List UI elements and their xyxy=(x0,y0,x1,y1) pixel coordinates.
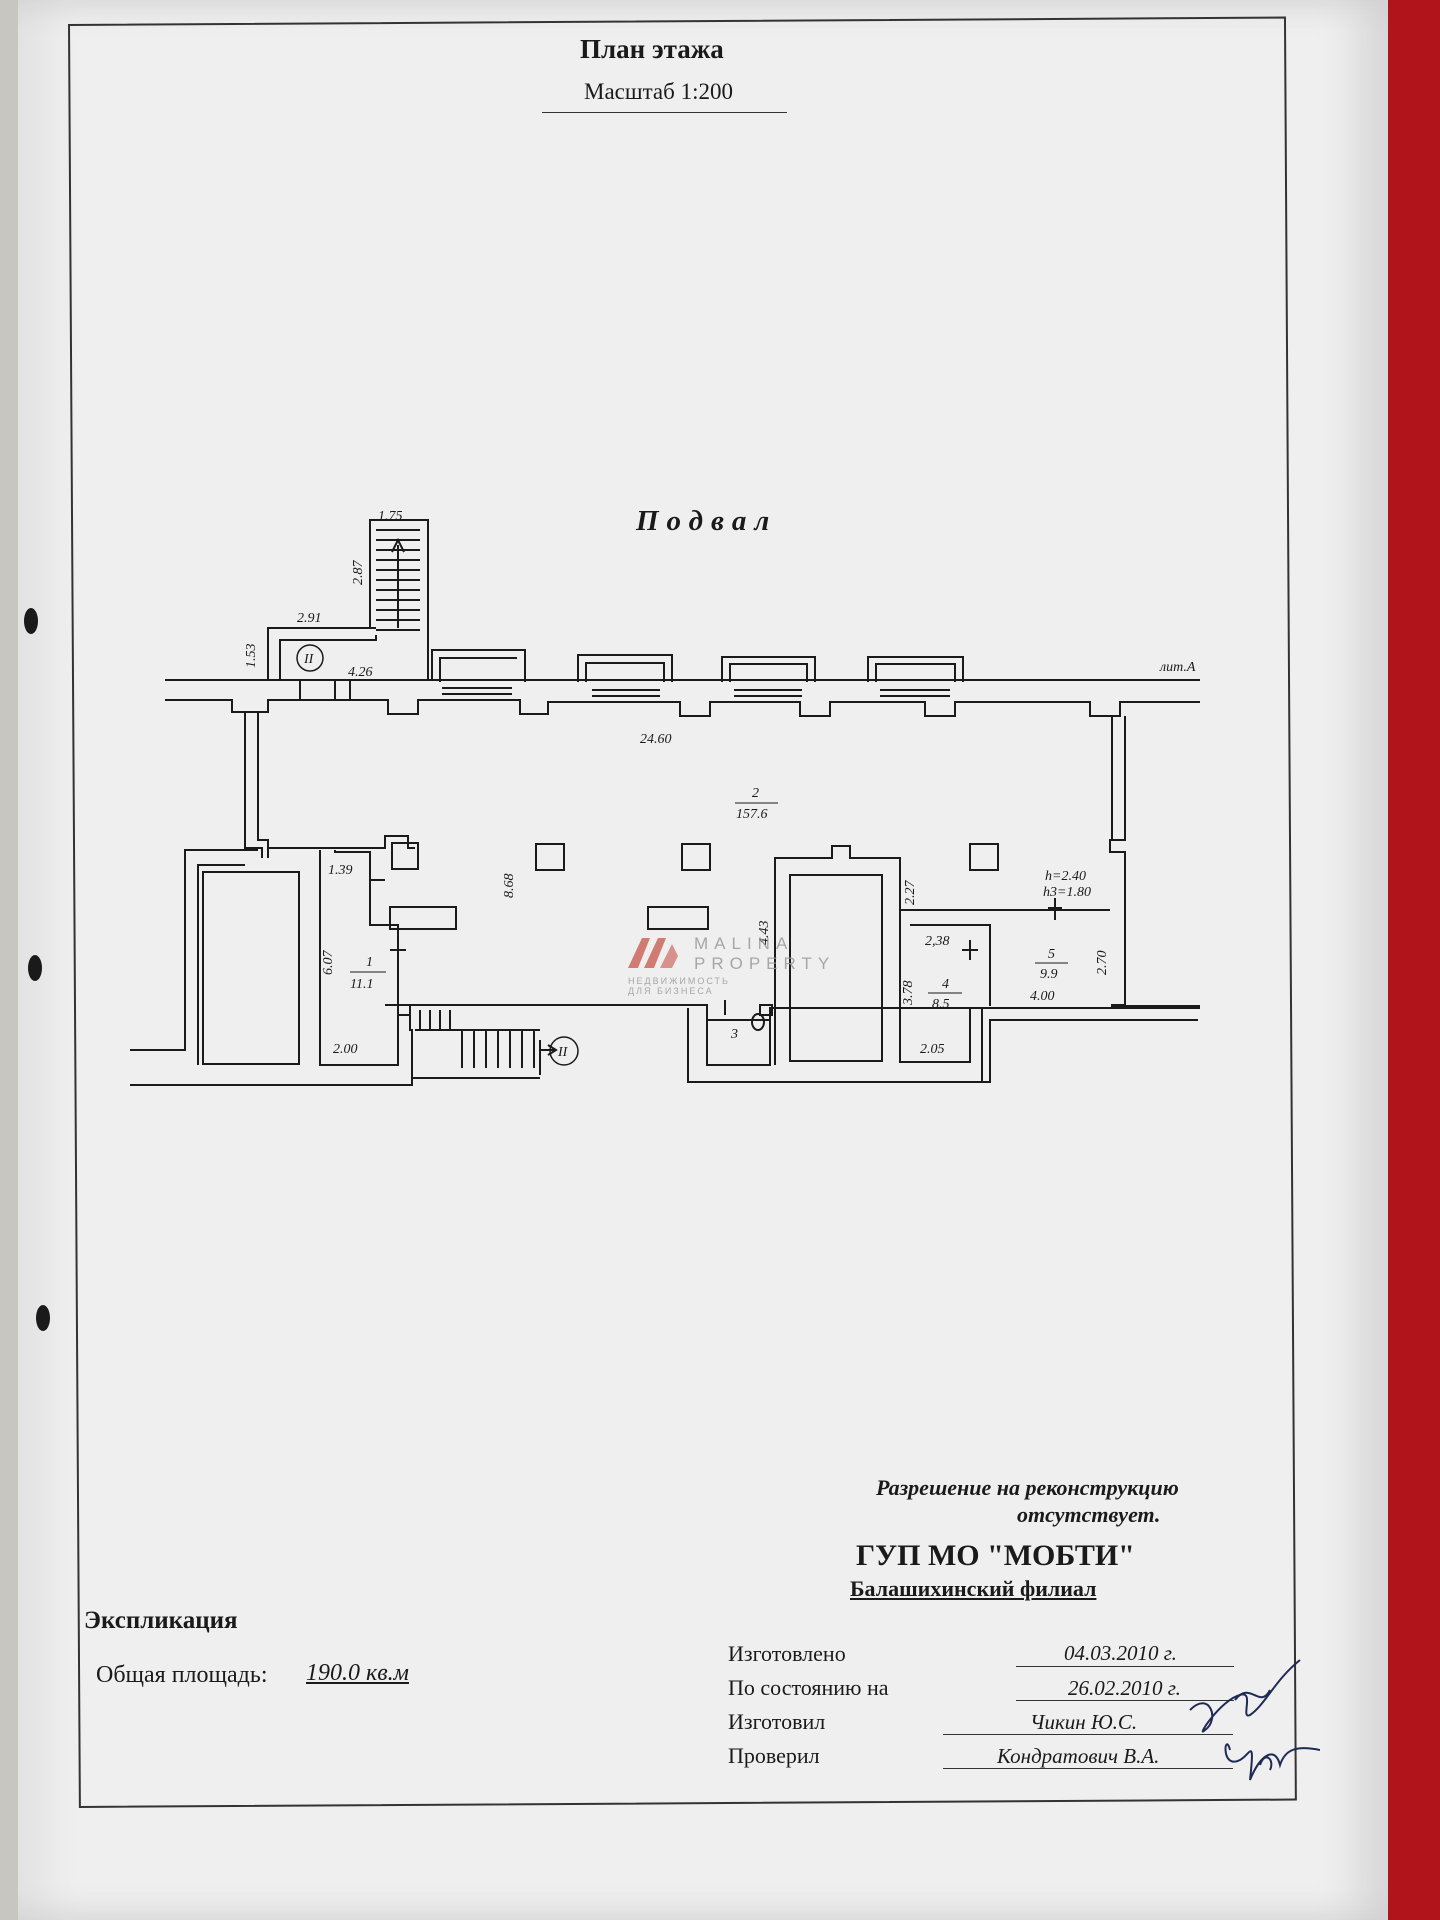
stair-down xyxy=(419,1010,558,1075)
window-well xyxy=(431,649,526,682)
room-area: 157.6 xyxy=(736,807,768,822)
entrance-marker xyxy=(296,644,324,672)
window-well xyxy=(875,663,956,682)
room-number: 4 xyxy=(942,977,949,992)
partition xyxy=(647,906,709,930)
room-3-outline xyxy=(687,1008,983,1083)
signoff-value: Кондратович В.А. xyxy=(997,1744,1160,1768)
dim-label: 4.26 xyxy=(348,665,373,680)
window-well xyxy=(729,663,808,682)
window-well xyxy=(577,654,673,682)
room-number: 3 xyxy=(730,1027,738,1042)
watermark-brand: MALINA xyxy=(694,934,794,953)
column xyxy=(391,842,419,870)
signoff-label: Изготовлено xyxy=(728,1641,846,1666)
room-number: 1 xyxy=(366,955,373,970)
total-area-label: Общая площадь: xyxy=(96,1662,268,1688)
window-well xyxy=(867,656,964,682)
lower-left-block xyxy=(202,871,300,1065)
dim-label: 2,38 xyxy=(925,934,950,949)
central-block xyxy=(789,874,883,1062)
dim-label: 2.87 xyxy=(351,560,366,586)
height-label: h3=1.80 xyxy=(1043,885,1091,900)
watermark-logo-icon xyxy=(628,938,678,968)
dim-label: 1.53 xyxy=(244,644,259,669)
entrance-marker-label: II xyxy=(557,1045,569,1060)
organization-name: ГУП МО "МОБТИ" xyxy=(856,1539,1135,1572)
dim-label: 2.70 xyxy=(1095,951,1110,976)
signoff-line xyxy=(943,1768,1233,1769)
building-letter: лит.А xyxy=(1159,660,1196,675)
permission-note: отсутствует. xyxy=(1017,1502,1161,1527)
dim-label: 4.43 xyxy=(757,921,772,946)
watermark-brand: PROPERTY xyxy=(694,954,836,973)
room-1-outline xyxy=(319,850,399,1066)
page-title: План этажа xyxy=(580,34,724,64)
entrance-marker-label: II xyxy=(303,652,315,667)
signoff-line xyxy=(1016,1666,1234,1667)
total-area-value: 190.0 кв.м xyxy=(306,1660,409,1686)
entrance-vestibule xyxy=(267,519,429,680)
plan-labels: 1.75 2.87 2.91 1.53 4.26 24.60 8.68 1.39… xyxy=(244,509,1196,1066)
dim-label: 2.27 xyxy=(903,880,918,906)
dim-label: 8.68 xyxy=(502,874,517,899)
stair-up xyxy=(376,529,420,631)
room-area: 8.5 xyxy=(932,997,950,1012)
signoff-line xyxy=(943,1734,1233,1735)
scale-underline xyxy=(542,112,787,113)
organization-branch: Балашихинский филиал xyxy=(850,1576,1097,1601)
signoff-value: 04.03.2010 г. xyxy=(1064,1641,1177,1665)
room-area: 9.9 xyxy=(1040,967,1058,982)
entrance-marker xyxy=(549,1036,579,1066)
floor-label: Подвал xyxy=(636,505,778,537)
window-well xyxy=(439,657,517,682)
dim-label: 6.07 xyxy=(321,950,336,976)
room-number: 2 xyxy=(752,786,759,801)
signoff-value: Чикин Ю.С. xyxy=(1030,1710,1138,1734)
signoff-line xyxy=(1016,1700,1234,1701)
signoff-label: По состоянию на xyxy=(728,1675,889,1700)
punch-hole xyxy=(36,1305,50,1331)
height-label: h=2.40 xyxy=(1045,869,1086,884)
room-area: 11.1 xyxy=(350,977,373,992)
dim-label: 1.75 xyxy=(378,509,403,524)
room-2-outline xyxy=(267,835,415,858)
paper-sheet xyxy=(18,0,1388,1920)
partition xyxy=(389,906,457,930)
explication-heading: Экспликация xyxy=(84,1607,238,1634)
column xyxy=(535,843,565,871)
window-well xyxy=(585,662,665,682)
permission-note: Разрешение на реконструкцию xyxy=(876,1475,1179,1500)
room-4-outline xyxy=(899,910,971,1063)
watermark-tagline: НЕДВИЖИМОСТЬ ДЛЯ БИЗНЕСА xyxy=(628,976,730,996)
dim-label: 2.05 xyxy=(920,1042,945,1057)
column xyxy=(969,843,999,871)
signoff-value: 26.02.2010 г. xyxy=(1068,1676,1181,1700)
exterior-wall xyxy=(165,699,1200,717)
column xyxy=(681,843,711,871)
signoff-label: Изготовил xyxy=(728,1709,826,1734)
handwritten-signature xyxy=(1189,1659,1320,1781)
window-well xyxy=(721,656,816,682)
scale-label: Масштаб 1:200 xyxy=(584,79,733,104)
room-number: 5 xyxy=(1048,947,1055,962)
punch-hole xyxy=(24,608,38,634)
signoff-label: Проверил xyxy=(728,1743,820,1768)
dim-label: 2.91 xyxy=(297,611,322,626)
punch-hole xyxy=(28,955,42,981)
dim-label: 4.00 xyxy=(1030,989,1055,1004)
dim-label: 24.60 xyxy=(640,732,672,747)
dim-label: 2.00 xyxy=(333,1042,358,1057)
dim-label: 1.39 xyxy=(328,863,353,878)
dim-label: 3.78 xyxy=(901,981,916,1007)
